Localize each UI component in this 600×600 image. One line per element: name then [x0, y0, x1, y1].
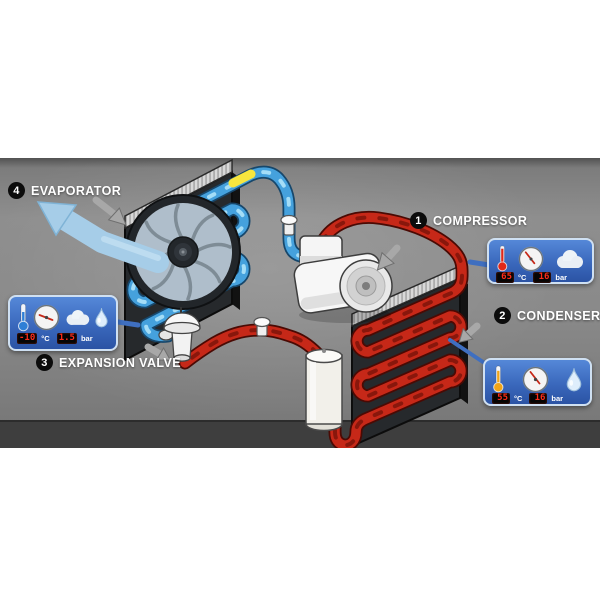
hot-refrigerant-pipe — [315, 210, 469, 448]
compressor-number-badge: 1 — [410, 212, 427, 229]
expansion-valve-number-badge: 3 — [36, 354, 53, 371]
temperature-readout: -10 — [17, 333, 38, 344]
pressure-readout: 16 — [533, 272, 552, 283]
gauge-panel-compressor: 65 °C 16 bar — [487, 238, 594, 284]
pressure-gauge-icon — [522, 366, 549, 393]
thermometer-icon — [17, 303, 30, 332]
temperature-unit: °C — [41, 334, 50, 343]
expansion-valve-label-text: EXPANSION VALVE — [59, 355, 181, 370]
condenser-number-badge: 2 — [494, 307, 511, 324]
temperature-readout: 65 — [496, 272, 514, 283]
pressure-gauge-icon — [518, 246, 544, 272]
vapor-cloud-icon — [63, 308, 91, 326]
condenser-label: 2 CONDENSER — [494, 307, 600, 324]
pressure-gauge-icon — [33, 304, 60, 331]
compressor-unit — [293, 235, 393, 323]
pressure-unit: bar — [551, 394, 564, 403]
service-valve-liquid — [253, 316, 271, 337]
compressor-label: 1 COMPRESSOR — [410, 212, 527, 229]
pressure-unit: bar — [555, 273, 568, 282]
vapor-cloud-icon — [553, 249, 585, 269]
liquid-droplet-icon — [94, 307, 109, 328]
expansion-valve-arrow — [144, 343, 172, 361]
evaporator-arrow — [92, 196, 127, 226]
sensor-bulb-marker — [228, 169, 256, 188]
gauge-panel-evaporator: -10 °C 1.5 bar — [8, 295, 118, 351]
pressure-readout: 16 — [529, 393, 548, 404]
compressor-label-text: COMPRESSOR — [433, 213, 528, 228]
label-leader-arrows — [92, 196, 481, 361]
liquid-line-pipe — [178, 323, 325, 370]
temperature-unit: °C — [514, 394, 523, 403]
refrigeration-cycle-diagram: 4 EVAPORATOR 1 COMPRESSOR 2 CONDENSER 3 … — [0, 158, 600, 448]
liquid-droplet-icon — [565, 367, 583, 392]
panel-leader-tails — [115, 259, 492, 366]
evaporator-label: 4 EVAPORATOR — [8, 182, 121, 199]
thermometer-icon — [492, 365, 505, 393]
temperature-unit: °C — [518, 273, 527, 282]
thermometer-icon — [496, 245, 509, 272]
pressure-unit: bar — [80, 334, 93, 343]
evaporator-label-text: EVAPORATOR — [31, 183, 122, 198]
expansion-valve-device — [158, 307, 201, 362]
evaporator-number-badge: 4 — [8, 182, 25, 199]
service-valve-suction — [280, 214, 298, 236]
condenser-label-text: CONDENSER — [517, 308, 600, 323]
receiver-drier — [305, 348, 343, 432]
cold-refrigerant-pipe — [126, 165, 321, 343]
condenser-arrow — [458, 322, 481, 343]
cold-air-arrow — [36, 201, 169, 273]
floor-strip — [0, 420, 600, 448]
diagram-artwork — [0, 158, 600, 448]
temperature-readout: 55 — [492, 393, 510, 404]
expansion-valve-label: 3 EXPANSION VALVE — [36, 354, 181, 371]
gauge-panel-condenser: 55 °C 16 bar — [483, 358, 592, 406]
compressor-arrow — [376, 244, 401, 271]
pressure-readout: 1.5 — [56, 333, 77, 344]
